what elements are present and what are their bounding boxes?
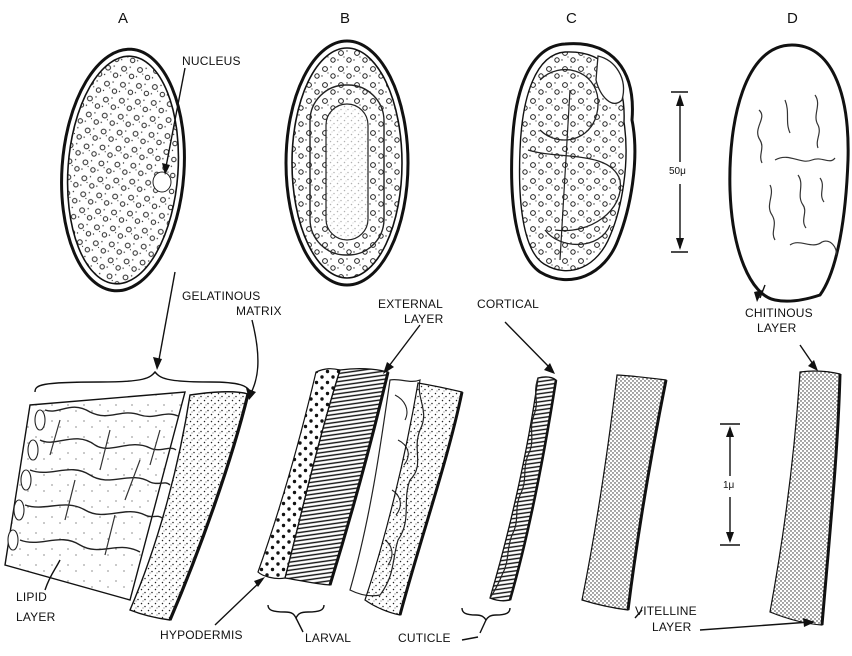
label-cuticle: CUTICLE xyxy=(398,631,451,645)
egg-d xyxy=(730,45,848,301)
chitinous-band-d xyxy=(770,371,840,625)
cortical-section-c xyxy=(490,377,556,601)
vitelline-band-c xyxy=(582,375,666,610)
egg-b xyxy=(286,41,408,285)
label-vitelline-1: VITELLINE xyxy=(635,604,697,618)
egg-c xyxy=(512,44,635,280)
panel-label-c: C xyxy=(566,10,577,27)
label-lipid-2: LAYER xyxy=(16,610,55,624)
label-gelatinous-1: GELATINOUS xyxy=(182,289,260,303)
label-chitinous-1: CHITINOUS xyxy=(745,306,813,320)
label-cortical: CORTICAL xyxy=(477,297,539,311)
label-external-1: EXTERNAL xyxy=(378,297,443,311)
label-vitelline-2: LAYER xyxy=(652,620,691,634)
label-larval: LARVAL xyxy=(305,631,351,645)
larval-section-b xyxy=(258,369,462,615)
panel-label-a: A xyxy=(118,10,128,27)
panel-label-b: B xyxy=(340,10,350,27)
label-lipid-1: LIPID xyxy=(16,590,47,604)
label-hypodermis: HYPODERMIS xyxy=(160,628,243,642)
scale-label-50: 50μ xyxy=(669,166,686,177)
label-nucleus: NUCLEUS xyxy=(182,54,241,68)
panel-label-d: D xyxy=(787,10,798,27)
scale-label-1: 1μ xyxy=(723,480,734,491)
label-chitinous-2: LAYER xyxy=(757,321,796,335)
label-gelatinous-2: MATRIX xyxy=(236,304,282,318)
egg-a xyxy=(54,45,193,295)
label-external-2: LAYER xyxy=(404,312,443,326)
